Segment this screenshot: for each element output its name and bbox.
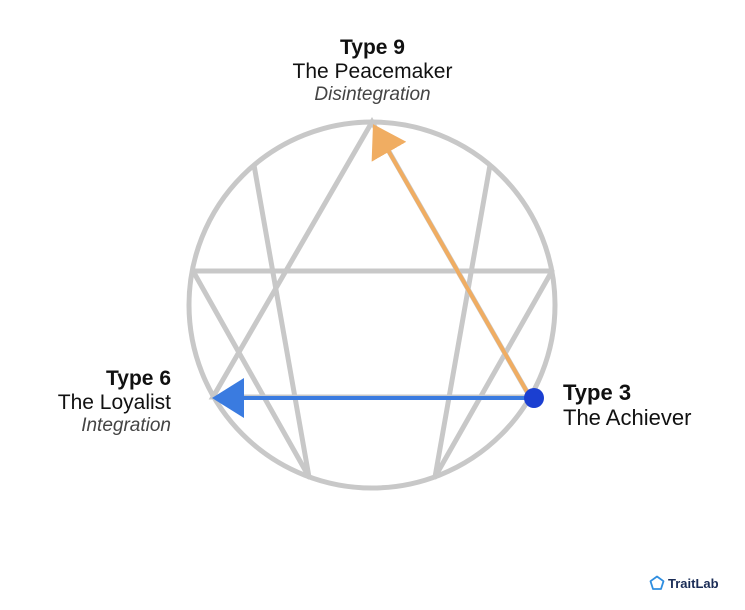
type3-number: Type 3 — [563, 380, 632, 405]
type6-direction: Integration — [81, 415, 171, 437]
type9-number: Type 9 — [340, 36, 405, 59]
type3-name: The Achiever — [563, 405, 692, 431]
pentagon-logo-icon — [649, 575, 665, 590]
disintegration-arrow — [371, 124, 532, 398]
type9-label: Type 9 The Peacemaker Disintegration — [220, 36, 525, 106]
traitlab-logo: TraitLab — [649, 575, 719, 591]
type6-name: The Loyalist — [57, 391, 171, 415]
type6-label: Type 6 The Loyalist Integration — [0, 367, 171, 437]
type3-origin-dot — [524, 388, 544, 408]
type9-direction: Disintegration — [314, 84, 431, 106]
type3-label: Type 3 The Achiever — [563, 380, 743, 431]
enneagram-hexad — [190, 164, 555, 480]
type6-number: Type 6 — [106, 367, 171, 390]
type9-name: The Peacemaker — [292, 60, 453, 84]
enneagram-triangle — [208, 116, 535, 400]
enneagram-circle — [186, 119, 558, 491]
brand-name: TraitLab — [668, 575, 719, 591]
